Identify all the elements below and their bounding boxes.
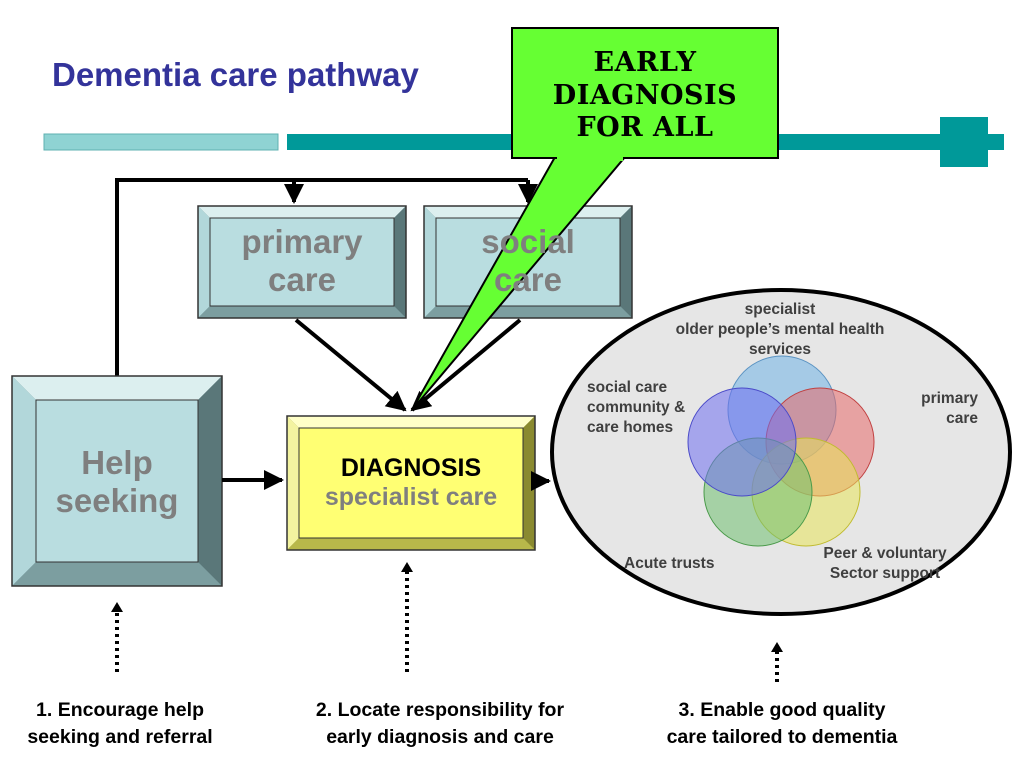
label-peer-voluntary: Peer & voluntary Sector support — [812, 544, 958, 584]
primary-care-box — [197, 205, 407, 319]
step-1-line-2: seeking and referral — [27, 725, 213, 748]
label-specialist-services: specialist older people’s mental health … — [660, 300, 900, 360]
help-seeking-label: Help seeking — [36, 398, 198, 566]
services-venn — [687, 355, 875, 547]
label-primary-care-service: primary care — [900, 389, 978, 429]
step-3-line-2: care tailored to dementia — [666, 725, 898, 748]
social-community-line-1: social care — [587, 379, 668, 396]
specialist-line-2: older people’s mental health — [675, 321, 885, 339]
step-3-line-1: 3. Enable good quality — [678, 699, 886, 721]
early-diagnosis-callout — [411, 27, 779, 411]
step-3-arrowhead — [771, 642, 783, 652]
help-seeking-line-1: Help — [81, 444, 153, 482]
help-seeking-box — [11, 375, 223, 587]
step-2-line-1: 2. Locate responsibility for — [315, 699, 565, 721]
diagnosis-label: DIAGNOSIS specialist care — [300, 428, 522, 538]
step-1-caption: 1. Encourage help seeking and referral — [0, 697, 280, 751]
specialist-line-1: specialist — [744, 301, 816, 318]
primary-service-line-2: care — [946, 410, 978, 428]
callout-line-3: FOR ALL — [576, 112, 714, 144]
specialist-line-3: services — [748, 341, 812, 359]
diagnosis-title: DIAGNOSIS — [340, 454, 482, 483]
social-care-line-1: social — [481, 223, 575, 261]
primary-service-line-1: primary — [921, 390, 978, 407]
social-care-line-2: care — [494, 261, 562, 298]
callout-line-2: DIAGNOSIS — [552, 79, 738, 111]
feedback-connector — [115, 178, 538, 376]
peer-line-1: Peer & voluntary — [823, 545, 947, 562]
callout-line-1: EARLY — [593, 46, 697, 78]
step-2-caption: 2. Locate responsibility for early diagn… — [280, 697, 600, 751]
care-to-diagnosis-arrows — [294, 318, 522, 412]
step-arrows — [111, 562, 783, 682]
peer-line-2: Sector support — [829, 565, 941, 583]
primary-care-line-2: care — [268, 261, 336, 298]
step-2-line-2: early diagnosis and care — [326, 725, 554, 748]
label-social-care-community: social care community & care homes — [587, 378, 685, 438]
step-2-arrowhead — [401, 562, 413, 572]
help-seeking-line-2: seeking — [55, 482, 179, 519]
social-community-line-2: community & — [587, 399, 686, 417]
venn-circle-social — [687, 387, 797, 497]
social-care-label: social care — [438, 218, 618, 304]
primary-care-label: primary care — [212, 218, 392, 304]
social-community-line-3: care homes — [587, 419, 674, 437]
diagnosis-subtitle: specialist care — [324, 483, 498, 511]
page-title: Dementia care pathway — [52, 56, 419, 93]
step-1-arrowhead — [111, 602, 123, 612]
primary-care-line-1: primary — [241, 223, 363, 261]
step-3-caption: 3. Enable good quality care tailored to … — [622, 697, 942, 751]
label-acute-trusts: Acute trusts — [624, 555, 715, 572]
diagnosis-box — [286, 415, 536, 551]
step-1-line-1: 1. Encourage help — [36, 699, 204, 721]
callout-text: EARLY DIAGNOSIS FOR ALL — [516, 34, 774, 158]
